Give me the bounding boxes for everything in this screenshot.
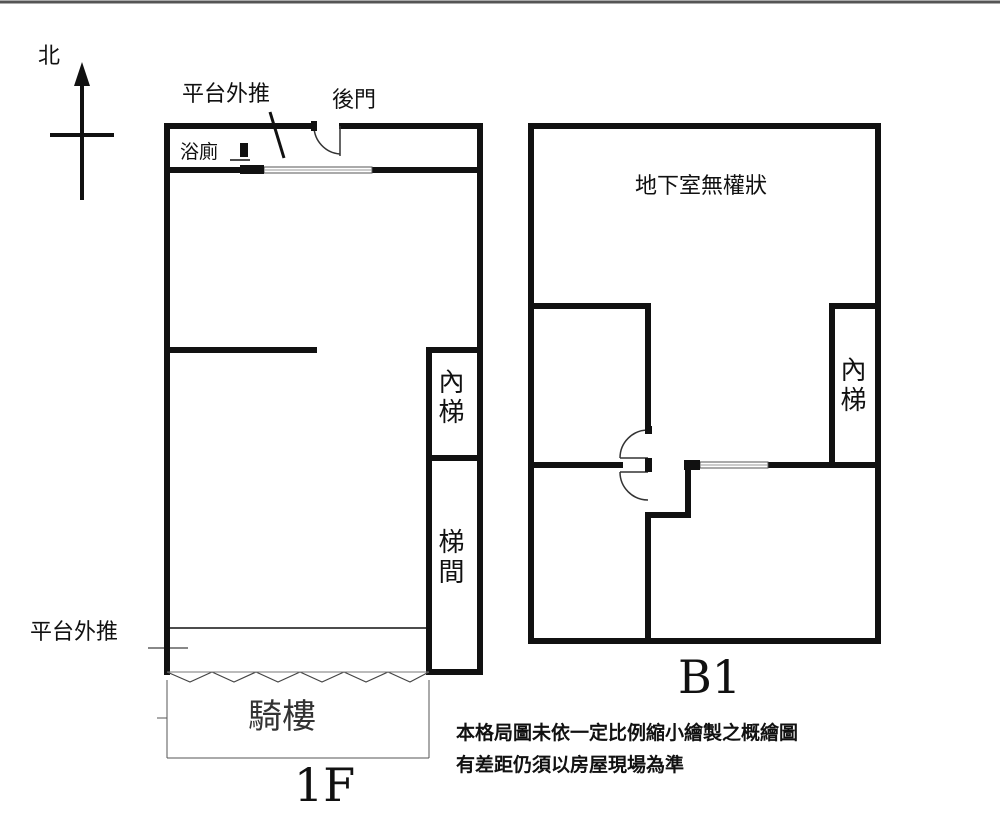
north-label: 北 <box>38 44 61 69</box>
bathroom-label: 浴廁 <box>180 141 219 163</box>
b1-door-swing-lower <box>619 458 652 501</box>
platform-push-line <box>268 111 286 159</box>
folding-door <box>166 671 430 683</box>
arcade-label: 騎樓 <box>248 697 316 737</box>
floor-1f-title: 1F <box>294 758 356 812</box>
north-arrow-icon <box>50 62 114 200</box>
platform-push-bottom-label: 平台外推 <box>30 620 119 645</box>
1f-inner-stair-label: 內梯 <box>434 368 464 428</box>
floor-1f-sliding-door <box>240 165 373 174</box>
back-door-label: 後門 <box>332 88 377 113</box>
disclaimer-line-1: 本格局圖未依一定比例縮小繪製之概繪圖 <box>456 722 799 744</box>
floor-b1-title: B1 <box>678 650 742 704</box>
floor-1f-walls <box>164 123 483 675</box>
basement-note-label: 地下室無權狀 <box>635 174 768 199</box>
platform-push-top-label: 平台外推 <box>182 82 271 107</box>
disclaimer-line-2: 有差距仍須以房屋現場為準 <box>456 754 685 776</box>
back-door-swing <box>311 121 341 156</box>
stairwell-label: 梯間 <box>434 528 464 588</box>
b1-door-swing-upper <box>619 426 652 459</box>
arcade-outline <box>157 680 430 759</box>
b1-inner-stair-label: 內梯 <box>836 356 866 416</box>
toilet-icon <box>230 143 250 161</box>
floor-b1-walls <box>528 123 881 644</box>
b1-sliding-door <box>684 460 769 470</box>
